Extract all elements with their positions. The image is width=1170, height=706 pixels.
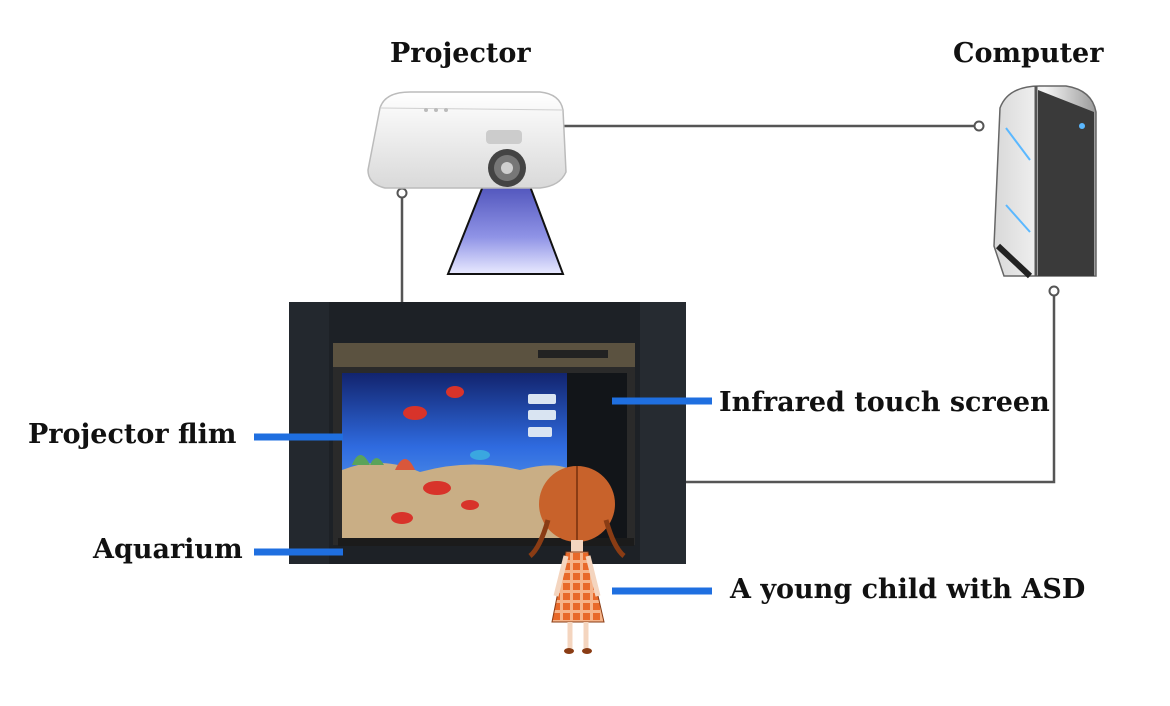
aquarium-photo: [289, 302, 686, 564]
projection-beam: [446, 180, 565, 275]
child-label: A young child with ASD: [730, 574, 1086, 605]
projector-label: Projector: [390, 38, 531, 69]
child-figure-icon: [528, 466, 626, 654]
projector-film-label: Projector flim: [28, 419, 237, 450]
infrared-touch-screen-label: Infrared touch screen: [719, 387, 1050, 418]
callout-lines: [254, 397, 712, 595]
aquarium-label: Aquarium: [93, 534, 243, 565]
computer-tower-icon: [993, 85, 1097, 279]
computer-label: Computer: [953, 38, 1104, 69]
computer-screen-cable: [686, 291, 1056, 484]
connector-lines: [400, 124, 1056, 484]
projector-icon: [367, 91, 567, 189]
